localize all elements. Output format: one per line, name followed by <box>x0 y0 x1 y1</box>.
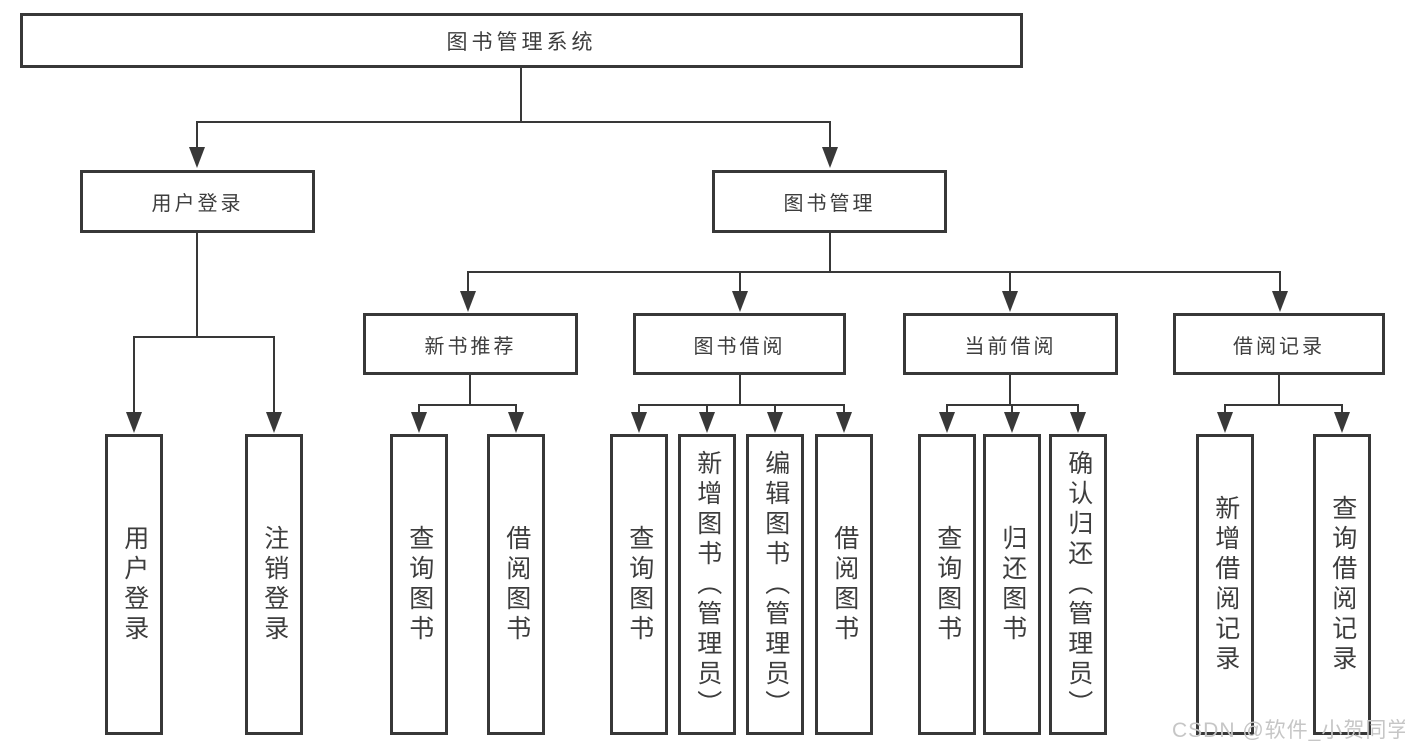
leaf-return-books: 归还图书 <box>983 434 1041 735</box>
node-new-book-recommendation: 新书推荐 <box>363 313 578 375</box>
node-label: 查询借阅记录 <box>1328 494 1357 675</box>
node-user-login: 用户登录 <box>80 170 315 233</box>
node-label: 当前借阅 <box>964 335 1057 358</box>
node-label: 借阅记录 <box>1233 335 1325 358</box>
arrowhead <box>939 412 955 433</box>
leaf-logout: 注销登录 <box>245 434 303 735</box>
arrowhead <box>1334 412 1350 433</box>
node-label: 用户登录 <box>151 193 244 215</box>
connector-user-login-to-leaves <box>133 233 275 414</box>
arrowhead <box>266 412 282 433</box>
connector-borrow-records-to-leaves <box>1224 375 1343 414</box>
arrowhead <box>126 412 142 433</box>
node-label: 查询图书 <box>625 524 654 645</box>
arrowhead <box>411 412 427 433</box>
leaf-query-books-current: 查询图书 <box>918 434 976 735</box>
node-label: 编辑图书（管理员） <box>761 449 790 720</box>
node-borrowing-records: 借阅记录 <box>1173 313 1385 375</box>
arrowhead <box>1004 412 1020 433</box>
node-label: 确认归还（管理员） <box>1064 449 1093 720</box>
arrowhead <box>836 412 852 433</box>
leaf-add-books-admin: 新增图书（管理员） <box>678 434 736 735</box>
node-label: 新书推荐 <box>424 335 517 358</box>
leaf-confirm-return-admin: 确认归还（管理员） <box>1049 434 1107 735</box>
connector-book-borrowing-to-leaves <box>638 375 845 414</box>
arrowhead <box>631 412 647 433</box>
arrowheads <box>126 147 1350 433</box>
node-label: 图书借阅 <box>693 335 786 358</box>
node-library-system: 图书管理系统 <box>20 13 1023 68</box>
node-book-management: 图书管理 <box>712 170 947 233</box>
arrowhead <box>460 291 476 312</box>
node-label: 图书管理 <box>783 193 876 215</box>
arrowhead <box>508 412 524 433</box>
connector-new-book-to-leaves <box>418 375 517 414</box>
arrowhead <box>767 412 783 433</box>
leaf-edit-books-admin: 编辑图书（管理员） <box>746 434 804 735</box>
node-label: 借阅图书 <box>830 524 859 645</box>
leaf-query-borrow-record: 查询借阅记录 <box>1313 434 1371 735</box>
node-label: 用户登录 <box>120 524 149 645</box>
node-label: 新增图书（管理员） <box>693 449 722 720</box>
leaf-user-login: 用户登录 <box>105 434 163 735</box>
node-label: 注销登录 <box>260 524 289 645</box>
node-label: 新增借阅记录 <box>1211 494 1240 675</box>
leaf-borrow-books-recommend: 借阅图书 <box>487 434 545 735</box>
leaf-query-books-recommend: 查询图书 <box>390 434 448 735</box>
node-label: 查询图书 <box>405 524 434 645</box>
node-book-borrowing: 图书借阅 <box>633 313 846 375</box>
arrowhead <box>1002 291 1018 312</box>
connector-root-to-level2 <box>196 68 831 149</box>
csdn-watermark: CSDN @软件_小贺同学 <box>1172 719 1405 742</box>
arrowhead <box>699 412 715 433</box>
arrowhead <box>1217 412 1233 433</box>
node-label: 归还图书 <box>998 524 1027 645</box>
connector-current-borrowing-to-leaves <box>946 375 1079 414</box>
node-label: 图书管理系统 <box>446 30 597 54</box>
arrowhead <box>732 291 748 312</box>
connector-book-management-to-level3 <box>467 233 1281 293</box>
arrowhead <box>1272 291 1288 312</box>
node-label: 查询图书 <box>933 524 962 645</box>
arrowhead <box>822 147 838 168</box>
leaf-query-books-borrowing: 查询图书 <box>610 434 668 735</box>
arrowhead <box>1070 412 1086 433</box>
leaf-borrow-books: 借阅图书 <box>815 434 873 735</box>
leaf-add-borrow-record: 新增借阅记录 <box>1196 434 1254 735</box>
node-label: 借阅图书 <box>502 524 531 645</box>
arrowhead <box>189 147 205 168</box>
node-current-borrowing: 当前借阅 <box>903 313 1118 375</box>
